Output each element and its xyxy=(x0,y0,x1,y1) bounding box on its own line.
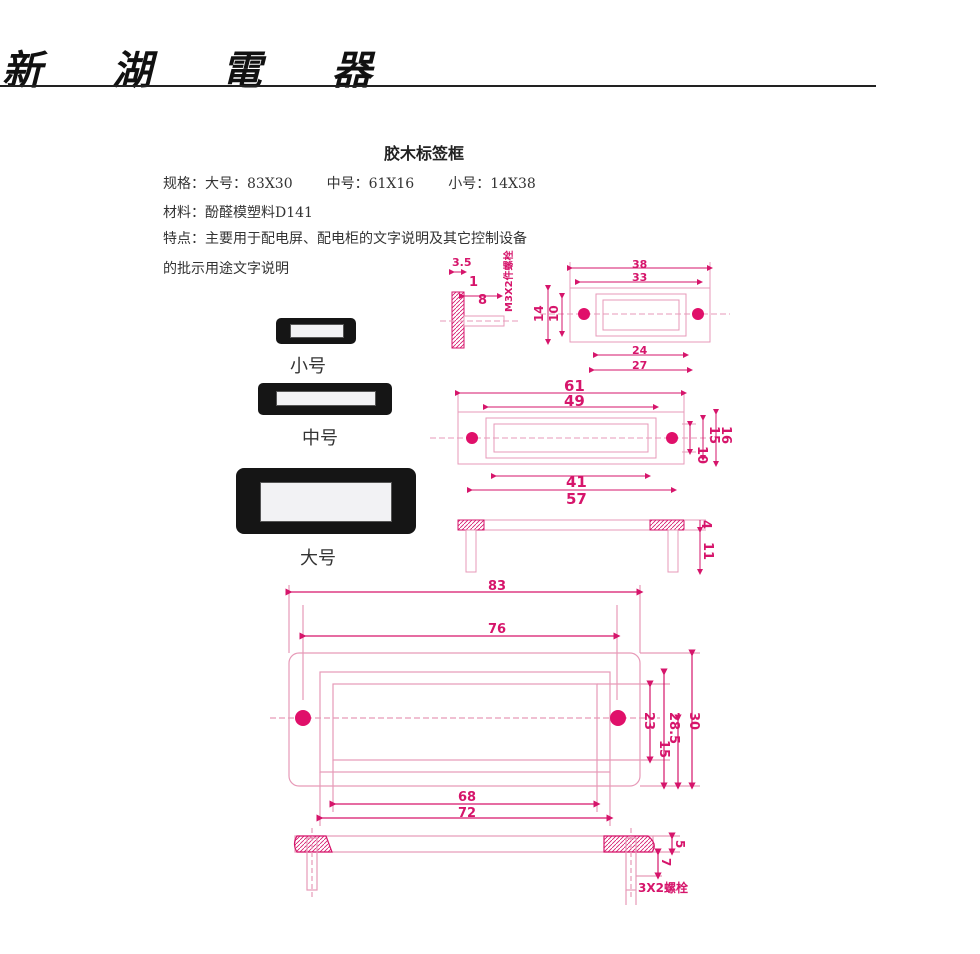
large-front-view xyxy=(270,585,700,826)
small-mount-hole-left xyxy=(578,308,590,320)
dim-small-e: 14 xyxy=(532,305,546,322)
spec-line: 规格：大号：83X30 中号：61X16 小号：14X38 xyxy=(163,173,536,193)
dim-large-h3: 15 xyxy=(656,740,671,758)
large-side-view xyxy=(293,828,680,905)
medium-mount-hole-right xyxy=(666,432,678,444)
feature-line-1: 特点：主要用于配电屏、配电柜的文字说明及其它控制设备 xyxy=(163,231,527,247)
small-frame-photo xyxy=(276,318,356,344)
dim-small-f: 10 xyxy=(547,305,561,322)
medium-mount-hole-left xyxy=(466,432,478,444)
product-title: 胶木标签框 xyxy=(384,144,465,163)
dim-large-h2: 28.5 xyxy=(666,712,681,744)
dim-medium-w3: 41 xyxy=(566,473,587,491)
dim-large-h4: 30 xyxy=(686,712,701,730)
small-side-view xyxy=(440,269,520,349)
dim-small-b: 1 xyxy=(469,275,478,290)
caption-large: 大号 xyxy=(300,548,336,569)
feature-line-2: 的批示用途文字说明 xyxy=(163,261,289,277)
dim-medium-h3: 16 xyxy=(718,426,733,444)
dim-large-bolt: 3X2螺栓 xyxy=(638,880,688,895)
dim-small-w2: 33 xyxy=(632,271,647,284)
dim-medium-h1: 10 xyxy=(694,446,709,464)
dim-large-w4: 72 xyxy=(458,806,476,821)
dim-large-w1: 83 xyxy=(488,579,506,594)
dim-large-w2: 76 xyxy=(488,622,506,637)
spec-small: 小号：14X38 xyxy=(448,176,536,192)
medium-frame-photo xyxy=(258,383,392,415)
large-frame-photo xyxy=(236,468,416,534)
spec-medium: 中号：61X16 xyxy=(326,176,415,192)
small-mount-hole-right xyxy=(692,308,704,320)
dim-medium-s2: 11 xyxy=(700,542,715,560)
medium-side-view xyxy=(457,519,706,575)
dim-large-h1: 23 xyxy=(641,712,656,730)
dim-large-s1: 5 xyxy=(673,840,687,848)
dim-small-c: 8 xyxy=(478,293,487,308)
dim-small-a: 3.5 xyxy=(452,256,472,269)
dim-large-w3: 68 xyxy=(458,790,476,805)
large-mount-hole-right xyxy=(610,710,626,726)
dim-small-w4: 27 xyxy=(632,359,647,372)
caption-small: 小号 xyxy=(290,356,326,377)
dim-small-w3: 24 xyxy=(632,344,648,357)
spec-label: 规格： xyxy=(163,176,205,192)
material-line: 材料：酚醛模塑料D141 xyxy=(163,205,313,221)
caption-medium: 中号 xyxy=(302,428,338,449)
medium-front-view xyxy=(430,390,719,493)
dim-medium-w1: 61 xyxy=(564,377,585,395)
dim-small-bolt: M3X2件螺栓 xyxy=(502,250,515,312)
dim-large-s2: 7 xyxy=(659,858,673,866)
spec-large: 大号：83X30 xyxy=(205,176,293,192)
dim-medium-s1: 4 xyxy=(698,520,713,529)
large-mount-hole-left xyxy=(295,710,311,726)
header-rule xyxy=(0,85,876,87)
dim-medium-w2: 49 xyxy=(564,392,585,410)
dim-medium-w4: 57 xyxy=(566,490,587,508)
dim-medium-h2: 15 xyxy=(706,426,721,444)
dim-small-w1: 38 xyxy=(632,258,647,271)
small-front-view xyxy=(540,262,730,373)
